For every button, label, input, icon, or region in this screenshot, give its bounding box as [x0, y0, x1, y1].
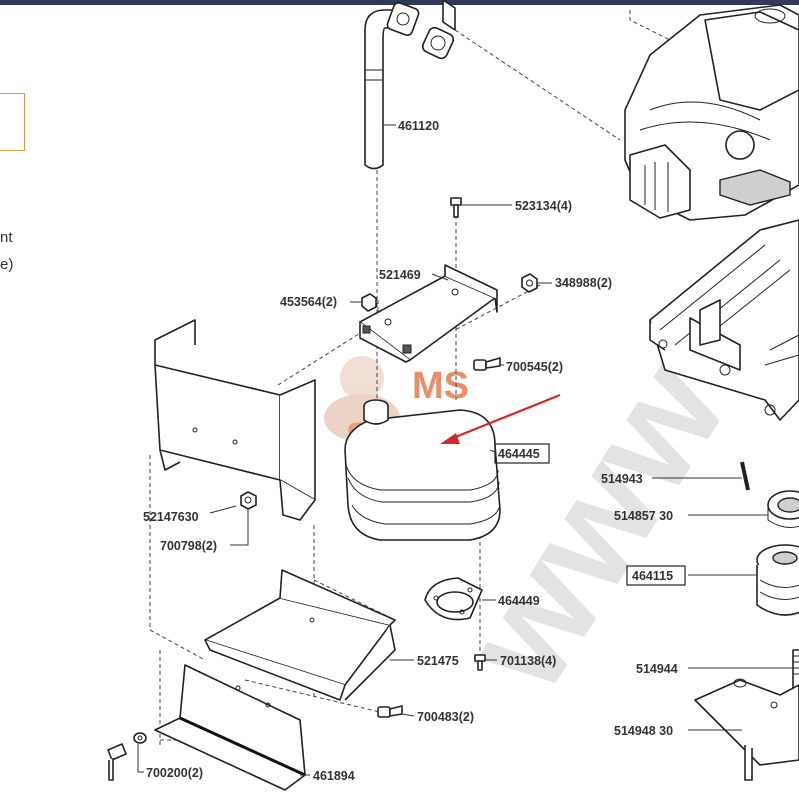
gasket-464449: [424, 577, 483, 621]
bolt-523134: [450, 197, 462, 218]
label-700200: 700200(2): [146, 766, 203, 780]
spindle-514944: [792, 649, 799, 689]
pulley-514857: [767, 490, 799, 528]
label-453564: 453564(2): [280, 295, 337, 309]
label-701138: 701138(4): [500, 654, 556, 668]
label-464449: 464449: [498, 594, 540, 608]
screen-461894: [154, 664, 306, 791]
label-514944: 514944: [636, 662, 678, 676]
label-464115: 464115: [632, 569, 673, 583]
side-panel-box: [0, 93, 25, 151]
clutch-464115: [756, 544, 799, 616]
exhaust-pipe: [364, 0, 456, 170]
label-521469: 521469: [379, 268, 421, 282]
nut-453564: [361, 293, 377, 312]
label-464445: 464445: [498, 447, 540, 461]
nut-348988: [521, 273, 538, 293]
label-52147630: 52147630: [143, 510, 199, 524]
engine-block: [624, 4, 799, 221]
nut-700798: [240, 491, 257, 510]
label-514857-30: 514857 30: [614, 509, 673, 523]
mower-frame: [649, 219, 799, 421]
label-461120: 461120: [398, 119, 439, 133]
bracket-514948: [694, 678, 799, 781]
side-text-line-2: e): [0, 256, 14, 273]
screw-700483: [377, 705, 403, 718]
label-700798: 700798(2): [160, 539, 217, 553]
bolt-701138: [474, 654, 486, 671]
label-700483: 700483(2): [417, 710, 474, 724]
label-461894: 461894: [313, 769, 355, 783]
bracket-521469: [359, 264, 498, 363]
label-521475: 521475: [417, 654, 459, 668]
lower-shield-521475: [204, 569, 396, 701]
label-348988: 348988(2): [555, 276, 612, 290]
mechanic-figure-head: [340, 356, 384, 400]
heat-shield-52147630: [154, 319, 316, 521]
muffler-464445: [344, 399, 501, 541]
label-700545: 700545(2): [506, 360, 563, 374]
screws-700200: [107, 732, 147, 781]
leader-lines: [137, 124, 793, 776]
highlight-arrow: [440, 393, 561, 444]
label-523134: 523134(4): [515, 199, 572, 213]
label-box-464445: [494, 443, 550, 464]
side-text-line-1: nt: [0, 229, 13, 246]
screw-700545: [473, 357, 501, 371]
pin-514943: [740, 461, 750, 491]
part-labels: 461120 523134(4) 521469 348988(2) 453564…: [143, 119, 678, 783]
label-514948-30: 514948 30: [614, 724, 673, 738]
label-box-464115: [626, 565, 686, 586]
watermark-logo-ms: MS: [412, 365, 469, 407]
label-514943: 514943: [601, 472, 643, 486]
